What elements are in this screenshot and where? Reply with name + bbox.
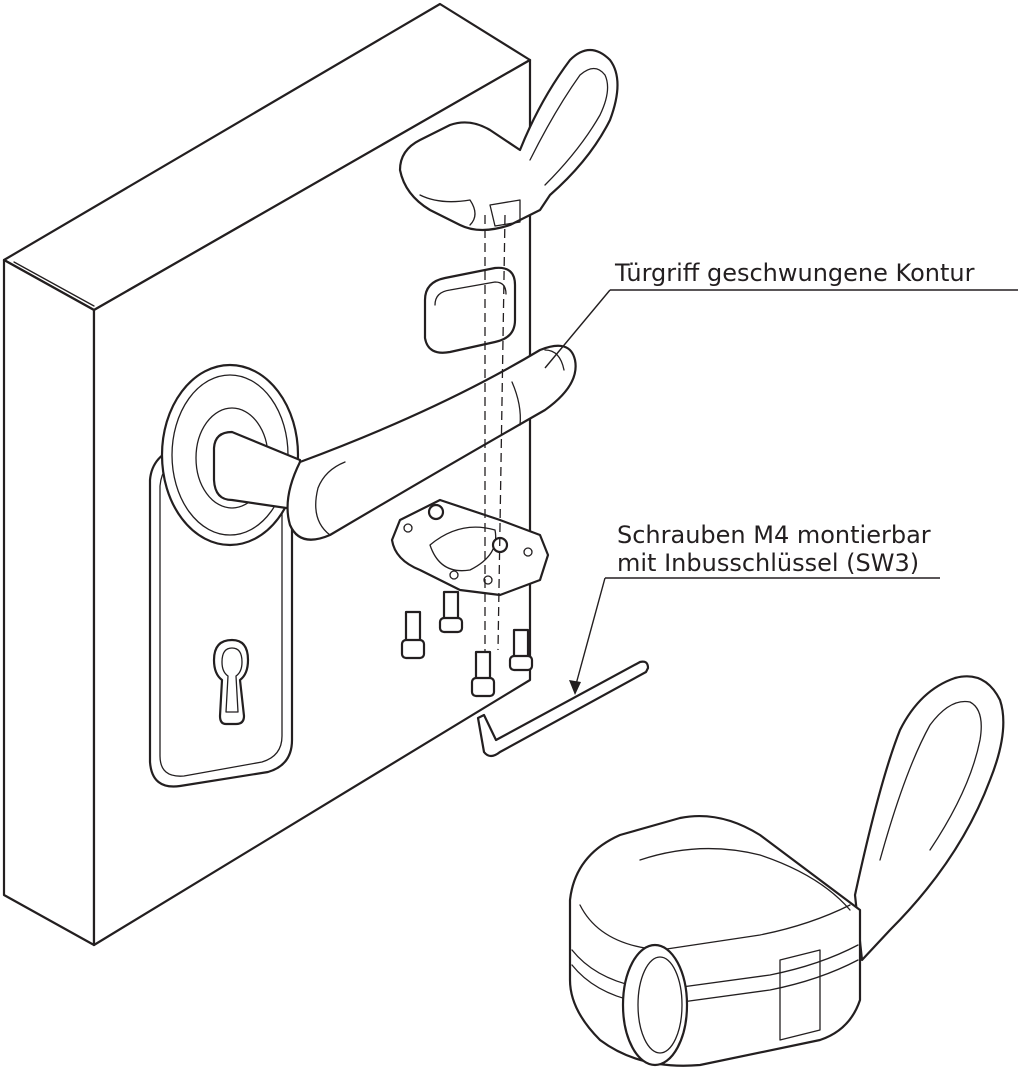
clip-sleeve-insert xyxy=(423,266,517,354)
screw xyxy=(400,610,426,660)
handle-label: Türgriff geschwungene Kontur xyxy=(615,259,975,287)
screw xyxy=(438,590,464,634)
allen-key xyxy=(476,660,650,758)
leader-lines xyxy=(544,289,1018,695)
screws-label-line2: mit Inbusschlüssel (SW3) xyxy=(617,549,920,577)
screws-label-line1: Schrauben M4 montierbar xyxy=(617,521,931,549)
door-handle xyxy=(212,344,577,541)
screw xyxy=(470,650,496,698)
assembly-axis-lines xyxy=(484,214,506,655)
keyhole xyxy=(212,638,250,726)
screw xyxy=(508,628,534,672)
clip-upper-part xyxy=(398,48,619,232)
screws xyxy=(400,590,534,698)
clip-assembled-detail xyxy=(568,675,1005,1067)
